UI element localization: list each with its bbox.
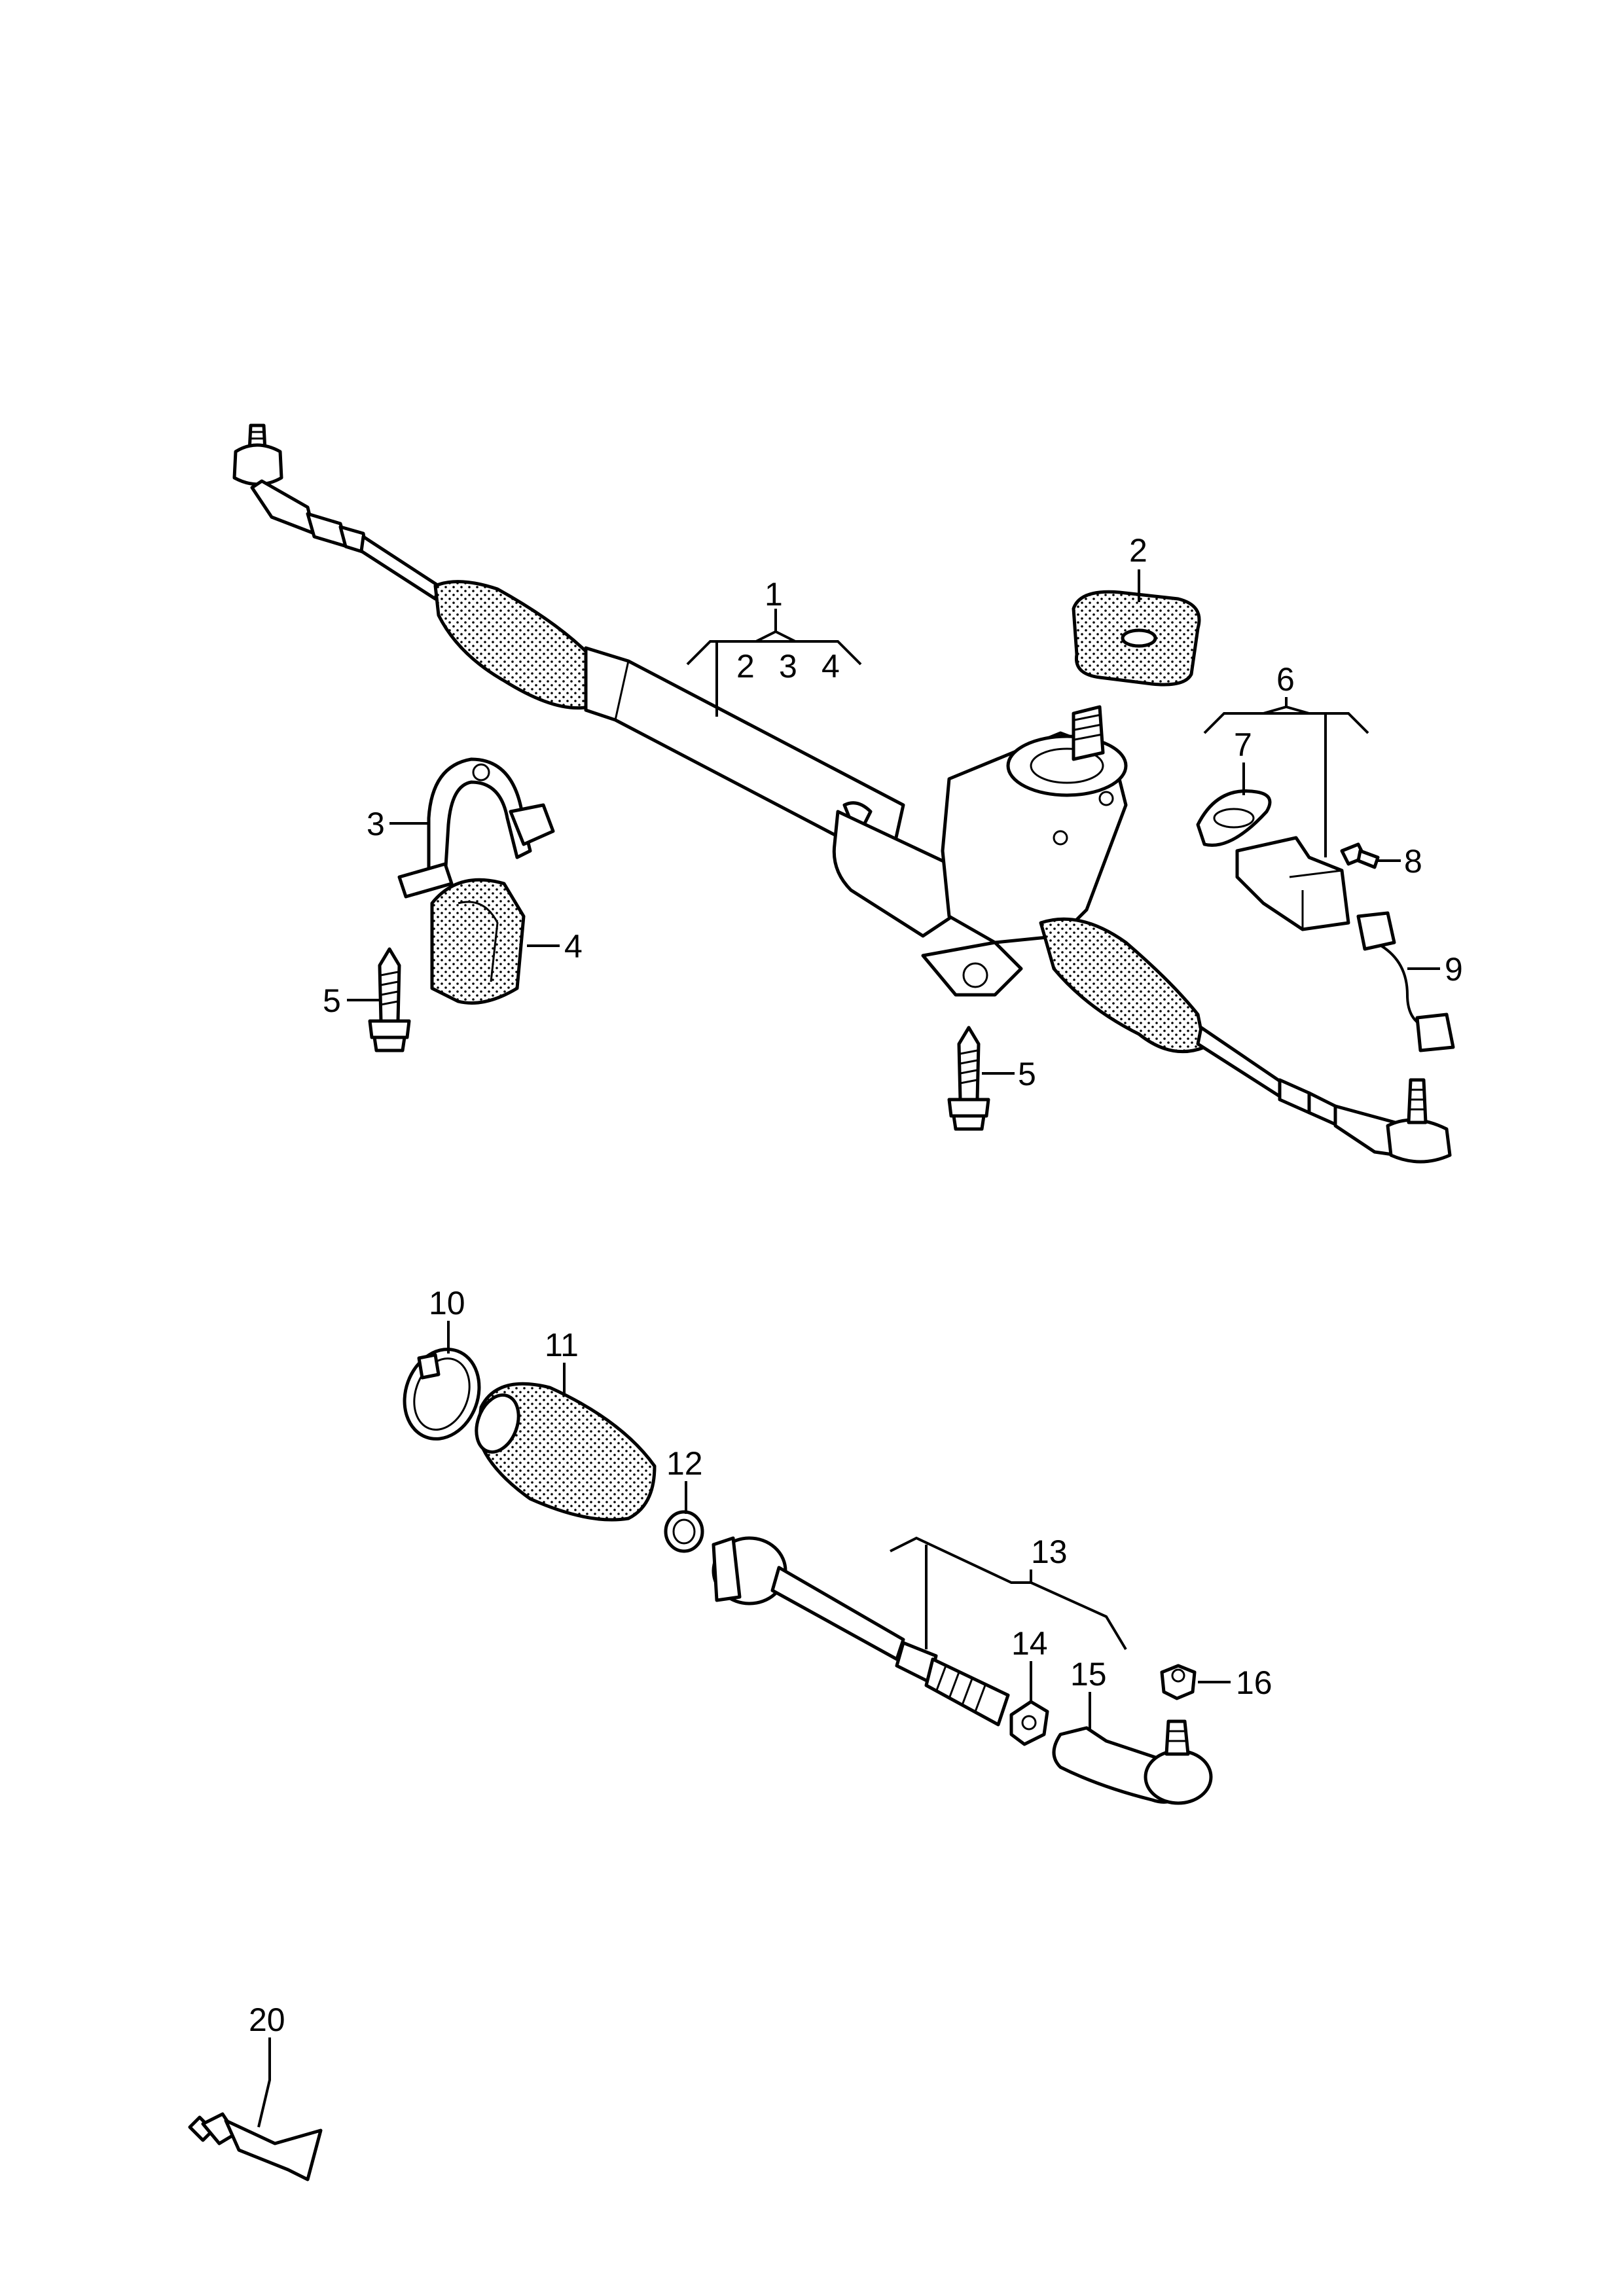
part-9-cable bbox=[1356, 911, 1455, 1052]
part-15-tie-rod-end bbox=[1052, 1719, 1213, 1805]
callout-13: 13 bbox=[1031, 1534, 1068, 1570]
rack-housing-tube bbox=[584, 646, 905, 866]
part-10-clamp bbox=[403, 1348, 481, 1441]
callout-8: 8 bbox=[1404, 843, 1422, 880]
part-6-sensor bbox=[1235, 836, 1350, 931]
callout-14: 14 bbox=[1011, 1625, 1048, 1662]
right-tie-rod bbox=[1196, 1026, 1341, 1128]
part-12-ring bbox=[664, 1510, 704, 1553]
right-bellows bbox=[1039, 917, 1206, 1054]
part-5-bolt-right bbox=[947, 1026, 990, 1131]
callout-5-right: 5 bbox=[1018, 1056, 1036, 1092]
callout-11: 11 bbox=[545, 1327, 579, 1363]
callout-12: 12 bbox=[666, 1445, 703, 1482]
callout-1-sub-3: 3 bbox=[779, 648, 797, 685]
part-20-grease-tube bbox=[188, 2112, 323, 2181]
part-11-bellows bbox=[475, 1382, 657, 1522]
part-16-nut bbox=[1160, 1664, 1197, 1700]
callout-labels: 1 2 3 4 2 3 4 5 5 6 7 8 9 10 11 12 13 14… bbox=[249, 532, 1463, 2038]
callout-2: 2 bbox=[1129, 532, 1147, 569]
callout-5-left: 5 bbox=[323, 982, 341, 1019]
part-3-bracket bbox=[397, 757, 555, 899]
callout-10: 10 bbox=[429, 1285, 465, 1321]
part-13-inner-tie-rod bbox=[712, 1536, 1010, 1727]
left-tie-rod bbox=[306, 512, 441, 601]
leader-lines bbox=[257, 569, 1440, 2128]
left-tie-rod-end bbox=[232, 423, 316, 535]
right-tie-rod-end bbox=[1333, 1078, 1452, 1164]
part-4-bushing bbox=[430, 878, 526, 1005]
part-14-nut bbox=[1009, 1700, 1049, 1746]
callout-3: 3 bbox=[367, 806, 385, 842]
callout-7: 7 bbox=[1234, 726, 1252, 763]
callout-9: 9 bbox=[1445, 951, 1463, 988]
part-2-mount bbox=[1072, 590, 1201, 687]
part-8-screw bbox=[1340, 842, 1380, 869]
callout-1-sub-4: 4 bbox=[821, 648, 840, 685]
callout-1-sub-2: 2 bbox=[736, 648, 755, 685]
callout-1: 1 bbox=[765, 576, 783, 613]
callout-15: 15 bbox=[1070, 1656, 1107, 1693]
part-5-bolt-left bbox=[368, 947, 411, 1052]
callout-16: 16 bbox=[1236, 1664, 1272, 1701]
callout-4: 4 bbox=[564, 928, 583, 965]
part-7-gasket bbox=[1196, 789, 1272, 847]
callout-20: 20 bbox=[249, 2001, 285, 2038]
callout-6: 6 bbox=[1276, 661, 1295, 698]
steering-gear-housing bbox=[832, 705, 1128, 997]
left-bellows bbox=[433, 580, 591, 710]
